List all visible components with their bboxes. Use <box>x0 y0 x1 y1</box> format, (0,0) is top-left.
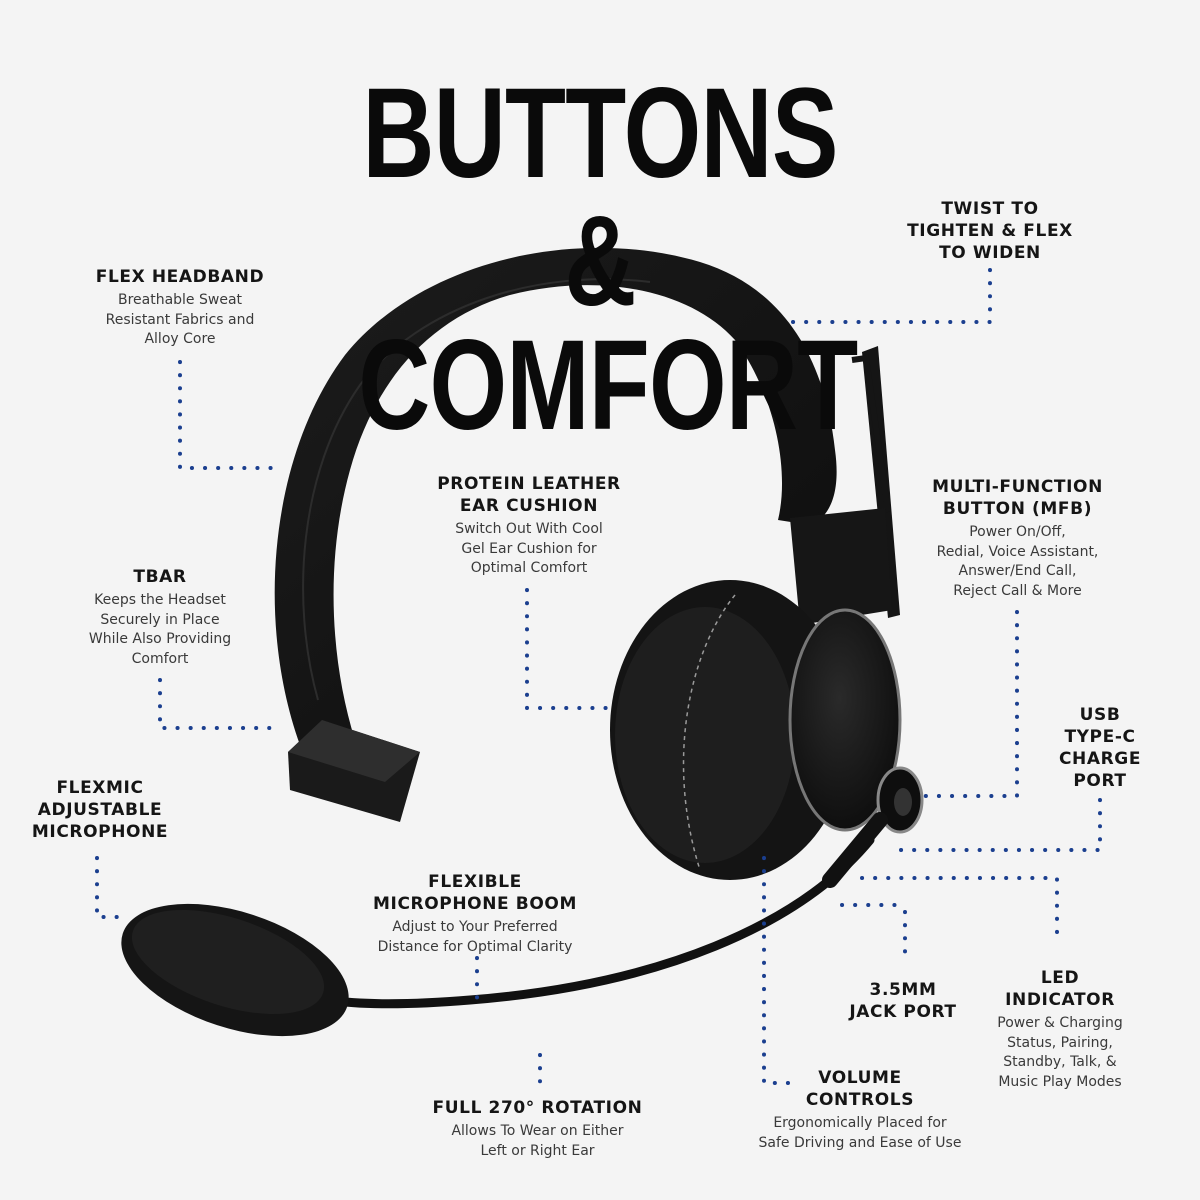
callout-flexmic: FLEXMIC ADJUSTABLE MICROPHONE <box>20 777 180 843</box>
callout-title: LED INDICATOR <box>1005 968 1115 1010</box>
callout-desc: Power On/Off, Redial, Voice Assistant, A… <box>936 524 1099 599</box>
callout-protein-leather: PROTEIN LEATHER EAR CUSHION Switch Out W… <box>414 473 644 579</box>
ear-cup <box>610 580 924 880</box>
adjust-arm <box>790 346 900 625</box>
callout-desc: Switch Out With Cool Gel Ear Cushion for… <box>455 521 603 576</box>
callout-flex-headband: FLEX HEADBAND Breathable Sweat Resistant… <box>70 266 290 350</box>
callout-tbar: TBAR Keeps the Headset Securely in Place… <box>60 566 260 669</box>
leader-protein <box>525 588 614 710</box>
callout-desc: Breathable Sweat Resistant Fabrics and A… <box>105 292 255 347</box>
callout-volume: VOLUME CONTROLS Ergonomically Placed for… <box>740 1067 980 1153</box>
callout-mfb: MULTI-FUNCTION BUTTON (MFB) Power On/Off… <box>910 476 1125 601</box>
callout-title: 3.5MM JACK PORT <box>849 980 957 1022</box>
leader-volume <box>762 856 798 1085</box>
callout-desc: Allows To Wear on Either Left or Right E… <box>451 1123 624 1159</box>
callout-desc: Ergonomically Placed for Safe Driving an… <box>758 1115 962 1151</box>
title-line-2: COMFORT <box>358 314 858 457</box>
leader-lines <box>95 268 1102 1094</box>
callout-jack: 3.5MM JACK PORT <box>838 979 968 1023</box>
leader-twist <box>780 268 992 324</box>
callout-title: FULL 270° ROTATION <box>432 1098 643 1118</box>
callout-title: FLEX HEADBAND <box>95 267 265 287</box>
leader-flexmic <box>95 856 130 919</box>
callout-title: MULTI-FUNCTION BUTTON (MFB) <box>932 477 1103 519</box>
callout-led: LED INDICATOR Power & Charging Status, P… <box>970 967 1150 1092</box>
leader-mfb <box>920 610 1019 798</box>
callout-rotation: FULL 270° ROTATION Allows To Wear on Eit… <box>420 1097 655 1161</box>
callout-title: FLEXMIC ADJUSTABLE MICROPHONE <box>31 778 169 842</box>
callout-boom: FLEXIBLE MICROPHONE BOOM Adjust to Your … <box>355 871 595 957</box>
tbar-pad <box>288 720 420 822</box>
callout-desc: Keeps the Headset Securely in Place Whil… <box>88 592 232 667</box>
callout-title: TWIST TO TIGHTEN & FLEX TO WIDEN <box>907 199 1073 263</box>
callout-desc: Power & Charging Status, Pairing, Standb… <box>997 1015 1123 1090</box>
callout-usb: USB TYPE-C CHARGE PORT <box>1045 704 1155 792</box>
callout-title: USB TYPE-C CHARGE PORT <box>1058 705 1142 791</box>
callout-title: VOLUME CONTROLS <box>805 1068 915 1110</box>
callout-title: PROTEIN LEATHER EAR CUSHION <box>437 474 621 516</box>
leader-tbar <box>158 678 284 730</box>
title-line-1: BUTTONS & <box>362 62 838 333</box>
page-title: BUTTONS & COMFORT <box>358 62 858 457</box>
leader-flex-headband <box>178 360 274 470</box>
headband <box>274 247 837 745</box>
microphone <box>121 812 888 1037</box>
callout-title: FLEXIBLE MICROPHONE BOOM <box>373 872 577 914</box>
callout-desc: Adjust to Your Preferred Distance for Op… <box>377 919 573 955</box>
leader-led <box>860 876 1059 937</box>
callout-title: TBAR <box>133 567 187 587</box>
callout-twist: TWIST TO TIGHTEN & FLEX TO WIDEN <box>890 198 1090 264</box>
